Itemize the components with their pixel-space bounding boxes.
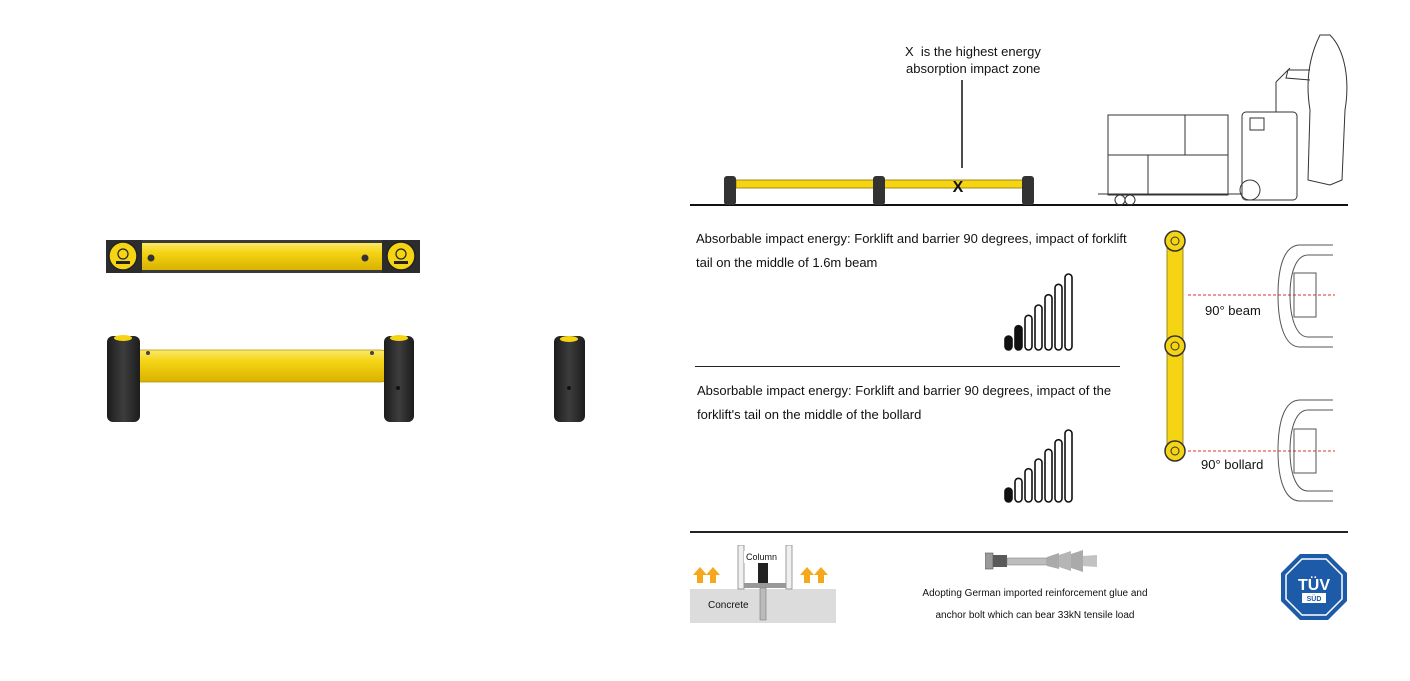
concrete-label: Concrete [708, 600, 749, 611]
energy-bar-3 [1024, 314, 1033, 351]
anchor-detail-diagram [690, 545, 836, 623]
barrier-top-view [106, 240, 420, 273]
bollard-impact-line2: forklift's tail on the middle of the bol… [697, 407, 922, 422]
bollard-energy-meter [1004, 429, 1073, 503]
energy-bar-4 [1034, 304, 1043, 351]
energy-bar-6 [1054, 283, 1063, 351]
energy-bar-2 [1014, 477, 1023, 503]
anchor-bolt-icon [985, 550, 1097, 572]
beam-energy-meter [1004, 273, 1073, 351]
impact-plan-view [1164, 230, 1335, 502]
energy-bar-1 [1004, 335, 1013, 351]
barrier-elevation [724, 176, 1034, 205]
impact-zone-note: X is the highest energy absorption impac… [888, 43, 1078, 77]
section-divider [695, 366, 1120, 367]
upward-arrows [693, 567, 828, 583]
plan-post-bottom [1164, 440, 1186, 462]
energy-bar-5 [1044, 448, 1053, 503]
energy-bar-5 [1044, 293, 1053, 351]
single-bollard [554, 336, 585, 422]
bollard-angle-label: 90° bollard [1201, 457, 1264, 472]
bottom-divider [690, 531, 1348, 533]
tuv-badge-bottom: SÜD [1307, 594, 1322, 603]
energy-bar-6 [1054, 438, 1063, 503]
beam-angle-label: 90° beam [1205, 303, 1261, 318]
bollard-impact-description: Absorbable impact energy: Forklift and b… [697, 379, 1137, 427]
energy-bar-1 [1004, 487, 1013, 503]
beam-impact-description: Absorbable impact energy: Forklift and b… [696, 227, 1136, 275]
energy-bar-3 [1024, 467, 1033, 503]
forklift-illustration [1098, 34, 1348, 206]
beam-impact-line2: tail on the middle of 1.6m beam [696, 255, 878, 270]
anchor-description-line2: anchor bolt which can bear 33kN tensile … [935, 610, 1135, 621]
forklift-tail-bollard [1277, 399, 1333, 502]
impact-zone-note-line2: absorption impact zone [906, 61, 1041, 76]
tuv-sud-certification-badge: TÜV SÜD [1281, 554, 1347, 620]
impact-zone-note-marker: X [905, 44, 914, 59]
anchor-description-line1: Adopting German imported reinforcement g… [922, 588, 1148, 599]
barrier-front-view [107, 335, 414, 422]
impact-zone-note-line1: is the highest energy [920, 44, 1041, 59]
energy-bar-7 [1064, 429, 1073, 503]
anchor-description: Adopting German imported reinforcement g… [880, 583, 1190, 627]
forklift-tail-beam [1277, 244, 1333, 348]
energy-bar-7 [1064, 273, 1073, 351]
plan-post-top [1164, 230, 1186, 252]
column-label: Column [744, 551, 780, 563]
tuv-badge-top: TÜV [1298, 575, 1330, 594]
energy-bar-4 [1034, 458, 1043, 503]
end-cap-logo-left [108, 241, 138, 271]
beam-impact-line1: Absorbable impact energy: Forklift and b… [696, 231, 1127, 246]
plan-post-middle [1164, 335, 1186, 357]
product-views [106, 240, 585, 422]
energy-bar-2 [1014, 324, 1023, 351]
impact-marker: X [953, 179, 964, 196]
end-cap-logo-right [386, 241, 416, 271]
impact-zone-scene: X [690, 34, 1348, 206]
bollard-impact-line1: Absorbable impact energy: Forklift and b… [697, 383, 1112, 398]
